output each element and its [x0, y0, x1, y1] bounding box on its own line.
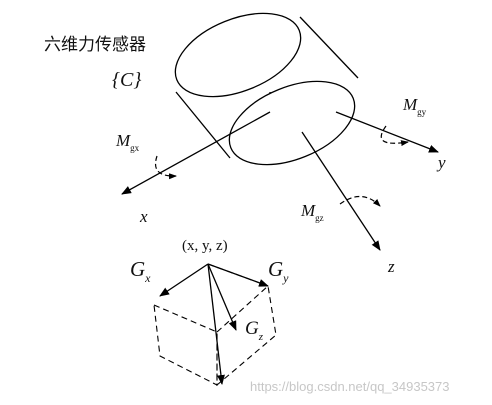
- gravity-gx-main: G: [130, 257, 145, 281]
- gravity-gx-arrow: [159, 263, 209, 297]
- y-axis-arrow: [335, 111, 439, 153]
- moment-gy-arc: [380, 125, 409, 147]
- moment-gy-label: Mgy: [402, 95, 427, 117]
- moment-gz-arc: [339, 195, 381, 207]
- cylinder-bottom-edge: [175, 91, 231, 159]
- gravity-gz-label: Gz: [245, 318, 264, 343]
- gravity-gy-sub: y: [282, 271, 289, 285]
- gravity-gy-label: Gy: [268, 257, 289, 285]
- gravity-gx-sub: x: [144, 271, 151, 285]
- gravity-gz-arrow: [207, 263, 237, 331]
- sensor-title: 六维力传感器: [44, 35, 146, 55]
- moment-gy-sub: gy: [417, 107, 427, 117]
- moment-gx-arc: [154, 155, 177, 180]
- cylinder-back-face: [174, 12, 302, 98]
- z-axis-arrow: [301, 131, 381, 251]
- x-axis-arrow: [121, 111, 271, 195]
- moment-gy-main: M: [402, 95, 418, 114]
- moment-gx-sub: gx: [130, 143, 140, 153]
- cube-right-face: [216, 284, 277, 387]
- moment-arcs: [154, 125, 409, 207]
- moment-gx-main: M: [115, 131, 131, 150]
- gravity-gz-main: G: [245, 318, 259, 339]
- point-label: (x, y, z): [182, 238, 228, 254]
- cube-front-face: [153, 304, 218, 386]
- x-axis-label: x: [139, 207, 148, 226]
- gravity-gx-label: Gx: [130, 257, 151, 285]
- coordinate-axes: [121, 111, 439, 251]
- gravity-gz-sub: z: [258, 331, 264, 343]
- z-axis-label: z: [387, 257, 395, 276]
- moment-gz-main: M: [300, 201, 316, 220]
- sensor-cylinder: [174, 12, 359, 166]
- moment-gx-label: Mgx: [115, 131, 140, 153]
- watermark-url: https://blog.csdn.net/qq_34935373: [250, 379, 450, 394]
- gravity-gy-arrow: [207, 263, 269, 287]
- frame-label: {C}: [112, 69, 141, 91]
- gravity-gy-main: G: [268, 257, 283, 281]
- moment-gz-sub: gz: [315, 213, 324, 223]
- gravity-resultant-arrow: [207, 263, 225, 385]
- moment-gz-label: Mgz: [300, 201, 324, 223]
- y-axis-label: y: [436, 153, 446, 172]
- cylinder-top-edge: [299, 16, 359, 79]
- cylinder-front-face: [228, 80, 356, 166]
- gravity-vectors: [159, 263, 269, 385]
